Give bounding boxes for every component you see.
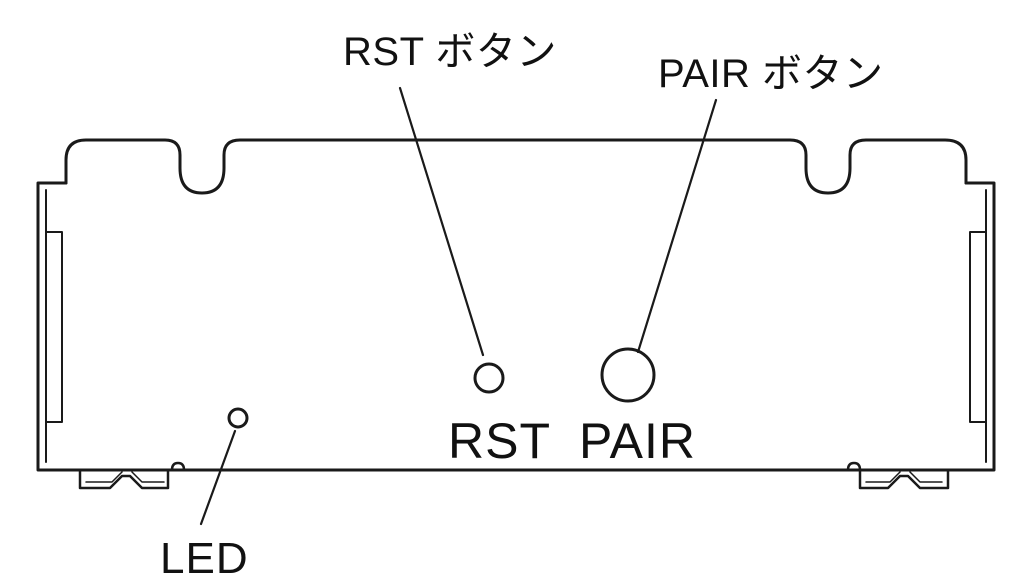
device-body-outline [64, 138, 968, 195]
led-leader-line [199, 429, 237, 526]
pair-panel-label: PAIR [579, 413, 696, 469]
bottom-left-notch [170, 461, 186, 472]
led-indicator [227, 407, 249, 429]
bottom-left-clip [78, 468, 170, 490]
bottom-right-notch [846, 461, 862, 472]
right-side-rail [948, 181, 996, 472]
pair-button-hole [600, 347, 656, 403]
rst-button-callout: RST ボタン [343, 30, 557, 74]
led-callout: LED [160, 534, 249, 583]
pair-button-callout: PAIR ボタン [658, 52, 884, 96]
rst-leader-line [398, 86, 485, 357]
right-side-slot [969, 231, 987, 423]
rst-button-hole [473, 362, 505, 394]
rst-panel-label: RST [448, 413, 551, 469]
bottom-right-clip [858, 468, 950, 490]
left-side-rail [36, 181, 82, 472]
left-side-slot [45, 231, 63, 423]
pair-leader-line [636, 98, 718, 354]
